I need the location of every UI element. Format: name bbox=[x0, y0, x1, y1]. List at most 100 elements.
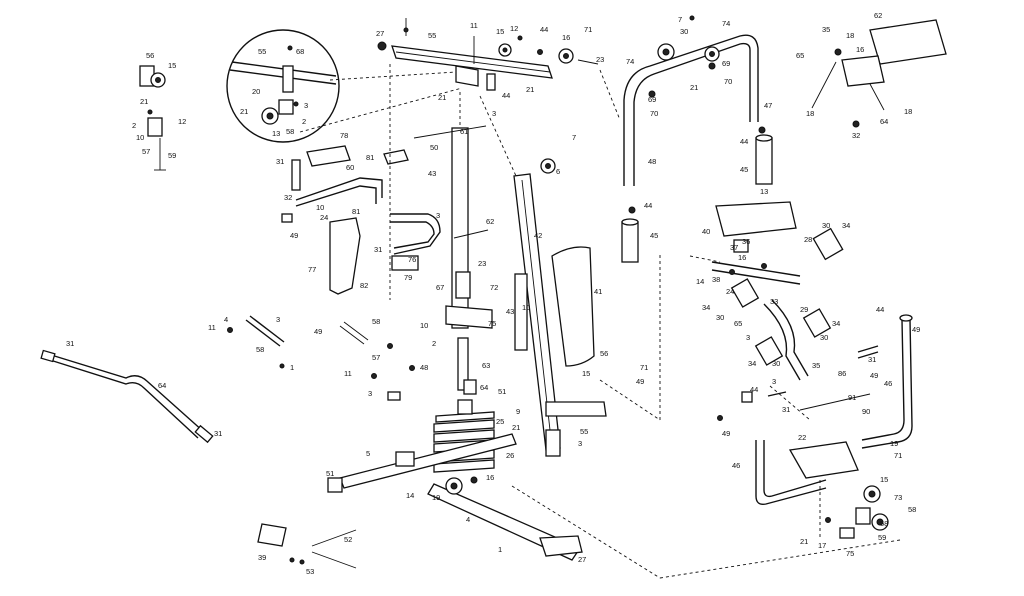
callout-29: 29 bbox=[800, 305, 808, 314]
callout-37: 37 bbox=[730, 243, 738, 252]
callout-44: 44 bbox=[876, 305, 884, 314]
callout-24: 24 bbox=[320, 213, 328, 222]
callout-15: 15 bbox=[880, 475, 888, 484]
callout-44: 44 bbox=[740, 137, 748, 146]
callout-16: 16 bbox=[856, 45, 864, 54]
callout-74: 74 bbox=[626, 57, 634, 66]
callout-34: 34 bbox=[748, 359, 756, 368]
callout-75: 75 bbox=[488, 319, 496, 328]
callout-6: 6 bbox=[556, 167, 560, 176]
callout-21: 21 bbox=[512, 423, 520, 432]
callout-62: 62 bbox=[486, 217, 494, 226]
detail-zoom-circle bbox=[226, 29, 463, 143]
callout-16: 16 bbox=[738, 253, 746, 262]
callout-3: 3 bbox=[368, 389, 372, 398]
callout-10: 10 bbox=[522, 303, 530, 312]
callout-3: 3 bbox=[436, 211, 440, 220]
callout-79: 79 bbox=[404, 273, 412, 282]
callout-21: 21 bbox=[526, 85, 534, 94]
callout-1: 1 bbox=[290, 363, 294, 372]
callout-49: 49 bbox=[870, 371, 878, 380]
callout-30: 30 bbox=[822, 221, 830, 230]
callout-59: 59 bbox=[878, 533, 886, 542]
small-hardware-left bbox=[227, 315, 415, 401]
callout-21: 21 bbox=[800, 537, 808, 546]
callout-64: 64 bbox=[480, 383, 488, 392]
callout-18: 18 bbox=[846, 31, 854, 40]
lower-frame-right bbox=[717, 314, 913, 539]
callout-3: 3 bbox=[746, 333, 750, 342]
callout-3: 3 bbox=[578, 439, 582, 448]
callout-3: 3 bbox=[772, 377, 776, 386]
seat-and-leg-developer bbox=[711, 201, 844, 381]
callout-18: 18 bbox=[806, 109, 814, 118]
callout-81: 81 bbox=[352, 207, 360, 216]
callout-1: 1 bbox=[498, 545, 502, 554]
callout-17: 17 bbox=[818, 541, 826, 550]
callout-39: 39 bbox=[258, 553, 266, 562]
callout-75: 75 bbox=[846, 549, 854, 558]
callout-61: 61 bbox=[460, 127, 468, 136]
callout-52: 52 bbox=[344, 535, 352, 544]
callout-28: 28 bbox=[804, 235, 812, 244]
callout-14: 14 bbox=[406, 491, 414, 500]
callout-55: 55 bbox=[580, 427, 588, 436]
callout-45: 45 bbox=[650, 231, 658, 240]
leg-extension-assembly bbox=[281, 145, 441, 295]
callout-42: 42 bbox=[534, 231, 542, 240]
callout-70: 70 bbox=[650, 109, 658, 118]
callout-16: 16 bbox=[486, 473, 494, 482]
callout-19: 19 bbox=[432, 493, 440, 502]
callout-21: 21 bbox=[140, 97, 148, 106]
cable-routing-lines bbox=[389, 64, 901, 579]
callout-49: 49 bbox=[314, 327, 322, 336]
callout-32: 32 bbox=[284, 193, 292, 202]
callout-31: 31 bbox=[374, 245, 382, 254]
callout-15: 15 bbox=[168, 61, 176, 70]
callout-3: 3 bbox=[276, 315, 280, 324]
callout-69: 69 bbox=[648, 95, 656, 104]
callout-82: 82 bbox=[360, 281, 368, 290]
base-frame bbox=[327, 433, 583, 561]
callout-23: 23 bbox=[478, 259, 486, 268]
callout-62: 62 bbox=[874, 11, 882, 20]
callout-10: 10 bbox=[316, 203, 324, 212]
callout-38: 38 bbox=[712, 275, 720, 284]
callout-76: 76 bbox=[408, 255, 416, 264]
callout-21: 21 bbox=[240, 107, 248, 116]
callout-65: 65 bbox=[796, 51, 804, 60]
callout-43: 43 bbox=[428, 169, 436, 178]
callout-15: 15 bbox=[582, 369, 590, 378]
callout-44: 44 bbox=[540, 25, 548, 34]
callout-58: 58 bbox=[372, 317, 380, 326]
callout-32: 32 bbox=[852, 131, 860, 140]
callout-71: 71 bbox=[640, 363, 648, 372]
pulley-bracket-left bbox=[139, 65, 166, 171]
callout-69: 69 bbox=[722, 59, 730, 68]
callout-21: 21 bbox=[438, 93, 446, 102]
callout-11: 11 bbox=[344, 369, 352, 378]
callout-31: 31 bbox=[276, 157, 284, 166]
callout-31: 31 bbox=[66, 339, 74, 348]
callout-60: 60 bbox=[346, 163, 354, 172]
callout-47: 47 bbox=[764, 101, 772, 110]
callout-31: 31 bbox=[214, 429, 222, 438]
callout-56: 56 bbox=[600, 349, 608, 358]
callout-90: 90 bbox=[862, 407, 870, 416]
callout-12: 12 bbox=[510, 24, 518, 33]
callout-5: 5 bbox=[366, 449, 370, 458]
callout-19: 19 bbox=[890, 439, 898, 448]
callout-35: 35 bbox=[822, 25, 830, 34]
callout-3: 3 bbox=[492, 109, 496, 118]
callout-49: 49 bbox=[722, 429, 730, 438]
callout-14: 14 bbox=[696, 277, 704, 286]
callout-44: 44 bbox=[502, 91, 510, 100]
lat-bar bbox=[40, 349, 214, 444]
callout-49: 49 bbox=[290, 231, 298, 240]
callout-26: 26 bbox=[506, 451, 514, 460]
callout-15: 15 bbox=[496, 27, 504, 36]
top-beam-assembly bbox=[377, 18, 599, 91]
callout-30: 30 bbox=[680, 27, 688, 36]
callout-30: 30 bbox=[716, 313, 724, 322]
